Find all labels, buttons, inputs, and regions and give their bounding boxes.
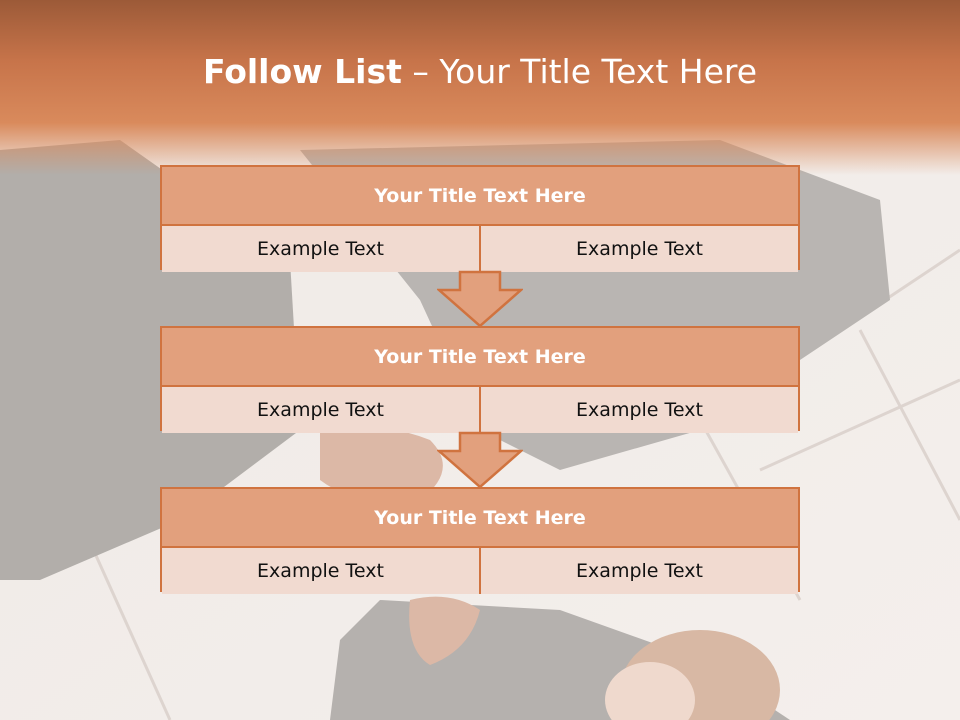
step-row-1: Example Text Example Text [162, 226, 798, 272]
step-row-3: Example Text Example Text [162, 548, 798, 594]
down-arrow-icon [437, 270, 523, 328]
step-title-3: Your Title Text Here [162, 489, 798, 548]
step-cell-right-3: Example Text [479, 548, 798, 594]
step-cell-left-2: Example Text [162, 387, 479, 433]
step-cell-left-1: Example Text [162, 226, 479, 272]
step-row-2: Example Text Example Text [162, 387, 798, 433]
step-table-3: Your Title Text Here Example Text Exampl… [160, 487, 800, 594]
step-cell-right-1: Example Text [479, 226, 798, 272]
slide-title: Follow List – Your Title Text Here [0, 52, 960, 91]
step-title-2: Your Title Text Here [162, 328, 798, 387]
step-table-2: Your Title Text Here Example Text Exampl… [160, 326, 800, 433]
slide-title-rest: – Your Title Text Here [401, 52, 758, 91]
header-band [0, 0, 960, 175]
slide-title-bold: Follow List [202, 52, 402, 91]
step-title-1: Your Title Text Here [162, 167, 798, 226]
step-cell-right-2: Example Text [479, 387, 798, 433]
step-cell-left-3: Example Text [162, 548, 479, 594]
down-arrow-icon [437, 431, 523, 489]
step-table-1: Your Title Text Here Example Text Exampl… [160, 165, 800, 272]
